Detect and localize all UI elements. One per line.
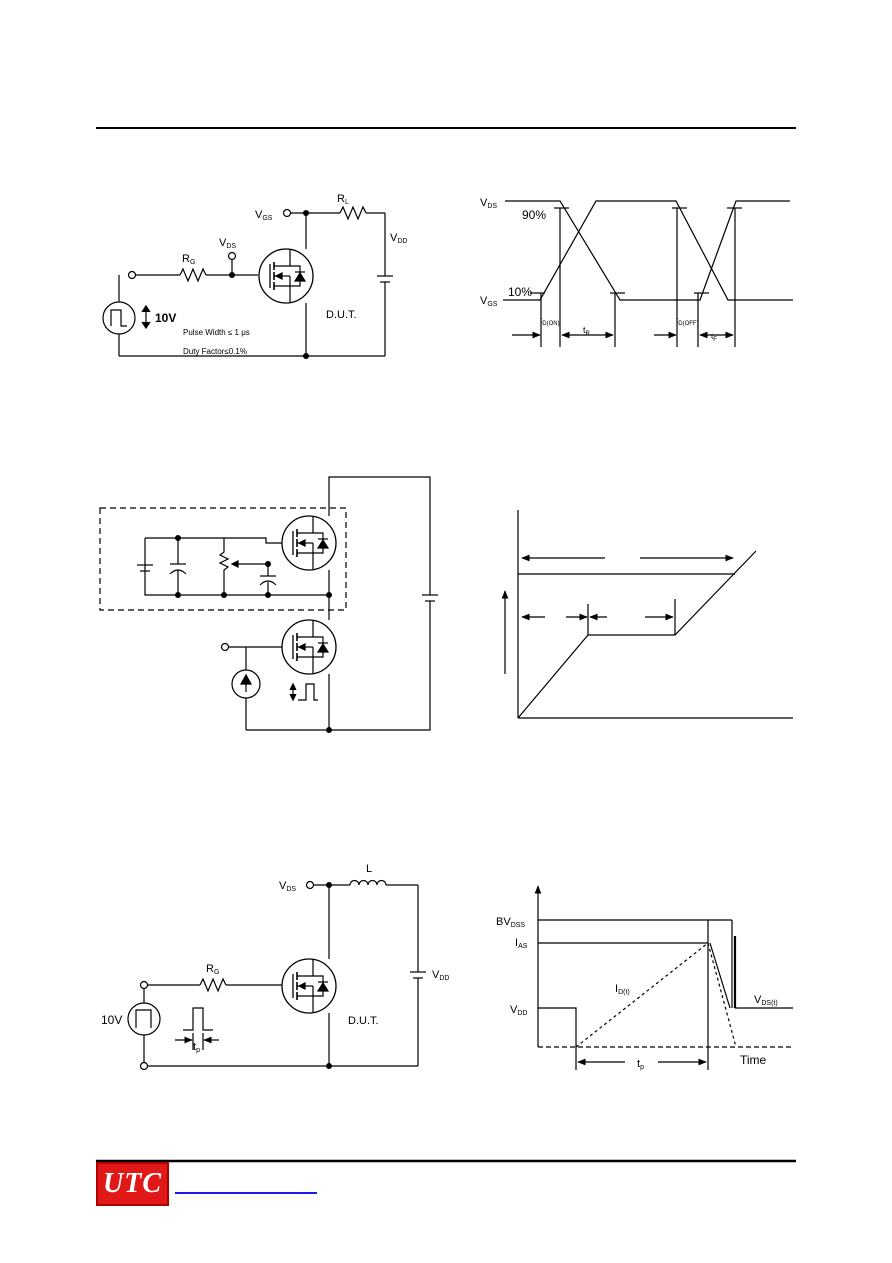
uis-waveforms <box>534 885 793 1070</box>
vds-t-label: VDS(t) <box>754 994 778 1007</box>
label-10-percent: 10% <box>508 285 532 299</box>
uis-tp-label: tp <box>193 1041 200 1054</box>
footer-website-link[interactable] <box>175 1192 317 1194</box>
uis-amplitude-label: 10V <box>101 1013 122 1027</box>
tr-label: tR <box>583 325 591 337</box>
tf-label: tF <box>711 332 717 343</box>
vds-label: VDS <box>219 237 236 250</box>
uis-rg-label: RG <box>206 963 219 976</box>
id-t-label: ID(t) <box>615 983 630 996</box>
uis-vdd-axis-label: VDD <box>510 1004 527 1017</box>
uis-tp-axis-label: tp <box>637 1058 644 1071</box>
uis-dut-label: D.U.T. <box>348 1015 379 1027</box>
uis-test-circuit <box>127 879 426 1071</box>
td-on-label: tD(ON) <box>540 316 560 327</box>
gate-charge-test-circuit <box>99 476 438 731</box>
rg-label: RG <box>182 253 195 266</box>
ias-label: IAS <box>515 937 528 950</box>
pulse-width-note: Pulse Width ≤ 1 μs <box>183 328 250 337</box>
utc-logo: UTC <box>96 1162 169 1206</box>
vgs-axis-label: VGS <box>480 295 498 308</box>
gate-charge-waveform <box>501 510 793 719</box>
uis-vds-label: VDS <box>279 880 296 893</box>
time-axis-label: Time <box>740 1053 767 1067</box>
switching-waveforms <box>503 200 793 347</box>
switching-test-circuit <box>102 205 393 357</box>
td-off-label: tD(OFF) <box>676 316 699 327</box>
uis-vdd-label: VDD <box>432 969 449 982</box>
inductor-label: L <box>366 863 372 875</box>
vds-axis-label: VDS <box>480 197 497 210</box>
rl-label: RL <box>337 193 349 206</box>
label-90-percent: 90% <box>522 208 546 222</box>
utc-logo-text: UTC <box>103 1168 162 1199</box>
amplitude-label: 10V <box>155 311 176 325</box>
bvdss-label: BVDSS <box>496 916 525 929</box>
dut-label: D.U.T. <box>326 309 357 321</box>
vgs-label: VGS <box>255 209 273 222</box>
vdd-label: VDD <box>390 232 407 245</box>
duty-factor-note: Duty Factor≤0.1% <box>183 347 247 356</box>
